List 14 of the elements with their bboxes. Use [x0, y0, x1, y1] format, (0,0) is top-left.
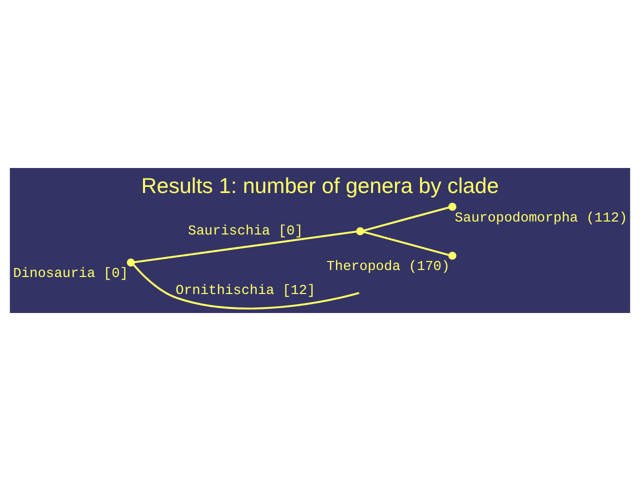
node-label: Dinosauria [0]: [13, 266, 128, 282]
connector: [363, 206, 449, 231]
node-label: Theropoda (170): [326, 260, 450, 275]
connector: [363, 230, 449, 256]
connector: [134, 230, 357, 263]
edge-label: Saurischia [0]: [188, 224, 304, 239]
diagram-title: Results 1: number of genera by clade: [141, 174, 499, 198]
node-label: Sauropodomorpha (112): [454, 210, 628, 226]
node-circle: [126, 258, 135, 266]
connector: [133, 264, 360, 309]
node-circle: [356, 226, 364, 235]
node-circle: [448, 251, 456, 260]
node-circle: [448, 202, 456, 210]
edge-label: Ornithischia [12]: [176, 284, 316, 299]
